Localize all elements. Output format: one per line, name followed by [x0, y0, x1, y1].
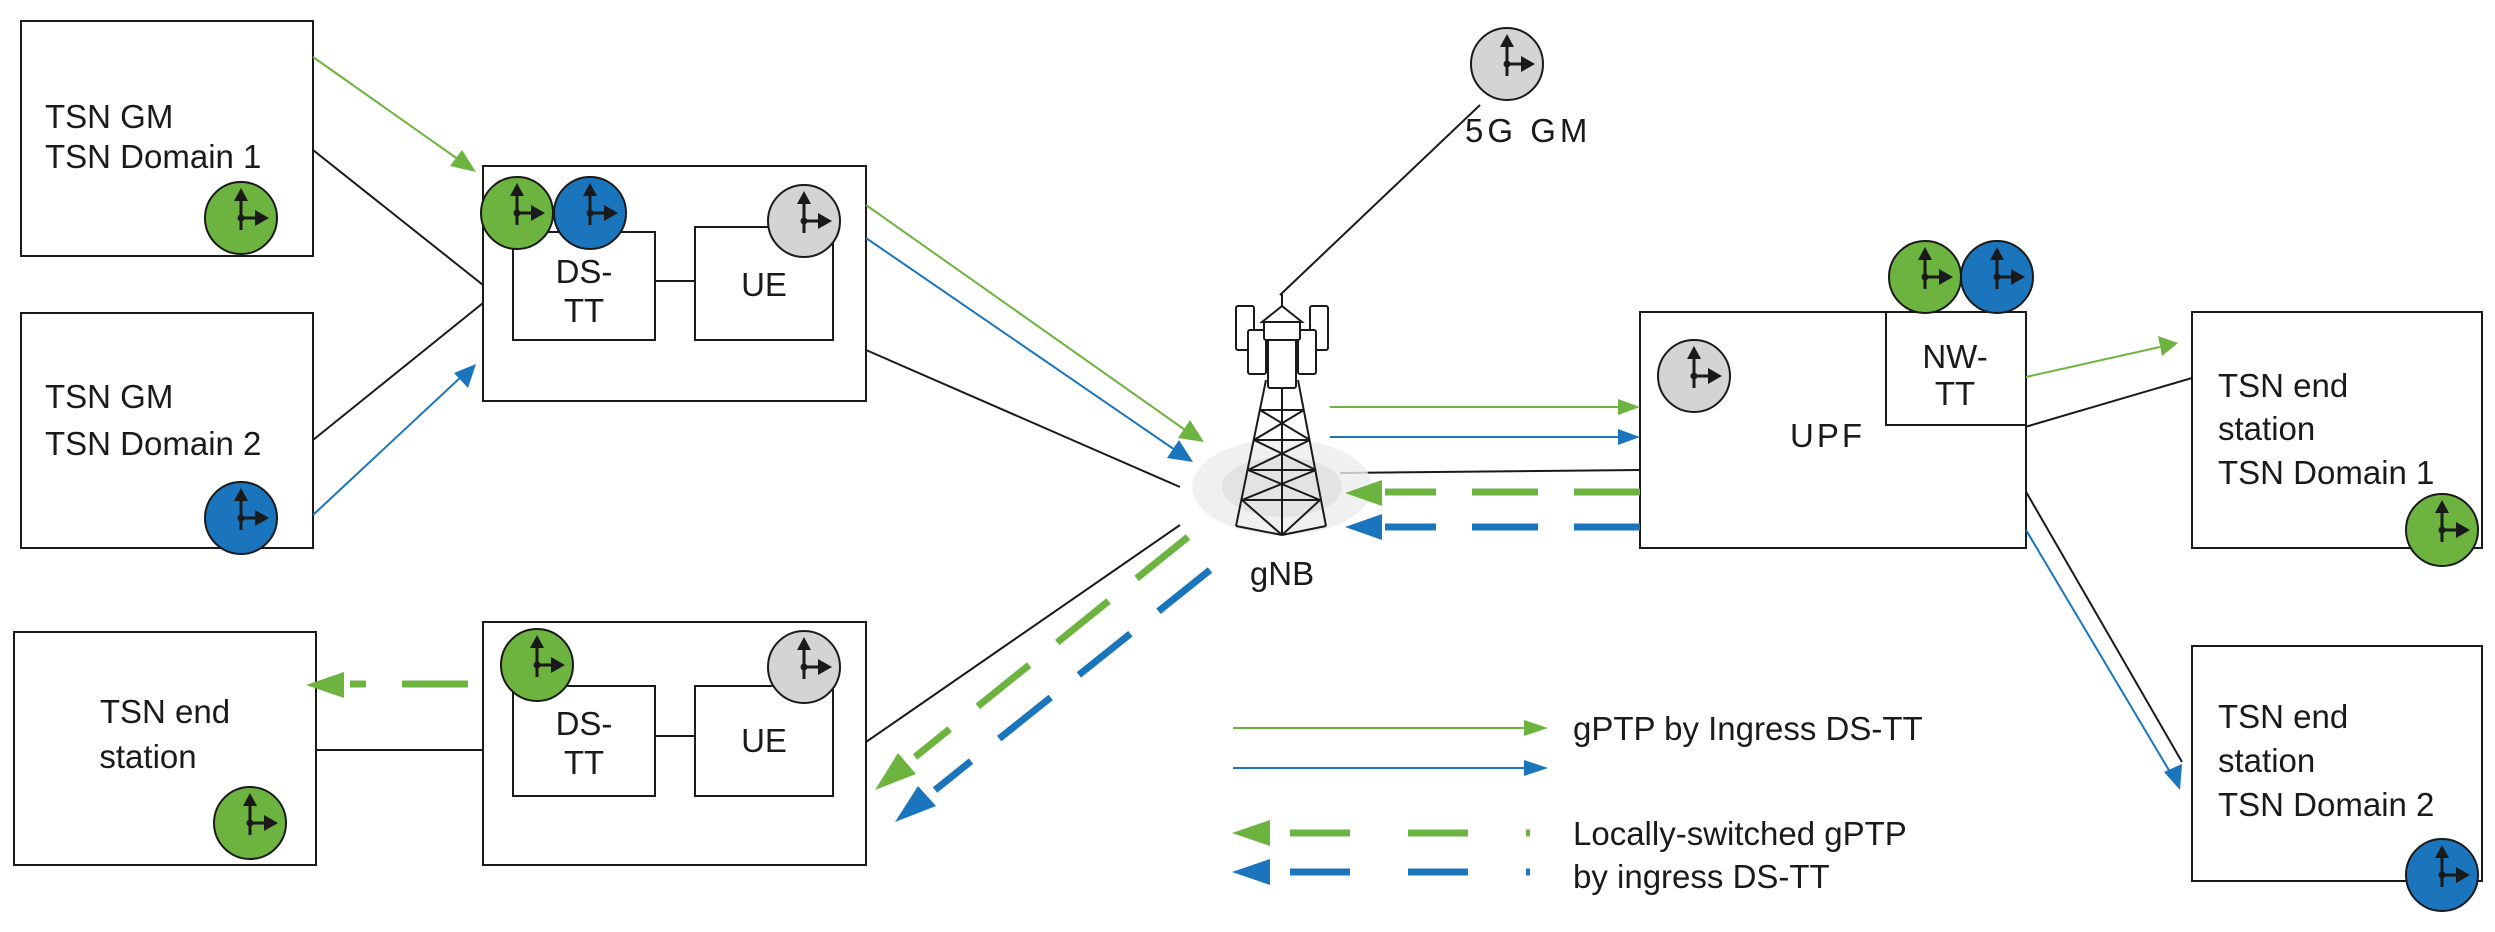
ue-top-label: UE: [741, 266, 787, 303]
dashed-gptp-arrows: [306, 480, 1640, 822]
ue-bottom-label: UE: [741, 722, 787, 759]
clock-icon-upf: [1657, 339, 1731, 413]
clock-icon-dstt-top-green: [480, 176, 554, 250]
legend-dashed-line2: by ingress DS-TT: [1573, 858, 1830, 895]
clock-icon-gm2: [204, 481, 278, 555]
gnb-tower-icon: gNB: [1192, 294, 1372, 592]
clock-icon-end1: [2405, 493, 2479, 567]
dstt-top-line2: TT: [564, 292, 604, 329]
dstt-top-line1: DS-: [556, 253, 613, 290]
end1-line3: TSN Domain 1: [2218, 454, 2434, 491]
end2-line1: TSN end: [2218, 698, 2348, 735]
clock-icon-nwtt-blue: [1960, 240, 2034, 314]
end1-line1: TSN end: [2218, 367, 2348, 404]
end2-line2: station: [2218, 742, 2315, 779]
legend-dashed-line1: Locally-switched gPTP: [1573, 815, 1907, 852]
clock-icon-gm1: [204, 181, 278, 255]
gm1-label-line1: TSN GM: [45, 98, 173, 135]
legend-solid-label: gPTP by Ingress DS-TT: [1573, 710, 1923, 747]
endstation-left-line1: TSN end: [100, 693, 230, 730]
nwtt-line1: NW-: [1922, 338, 1987, 375]
5g-gm-label: 5G GM: [1465, 112, 1591, 149]
gm2-label-line2: TSN Domain 2: [45, 425, 261, 462]
legend: gPTP by Ingress DS-TT Locally-switched g…: [1232, 710, 1923, 895]
clock-icon-endstation-left: [213, 786, 287, 860]
clock-icon-end2: [2405, 838, 2479, 912]
clock-icon-dstt-bottom-green: [500, 628, 574, 702]
nwtt-line2: TT: [1935, 375, 1975, 412]
clock-icon-ue-bottom: [767, 630, 841, 704]
gm2-label-line1: TSN GM: [45, 378, 173, 415]
end1-line2: station: [2218, 410, 2315, 447]
gm1-label-line2: TSN Domain 1: [45, 138, 261, 175]
dstt-bottom-line1: DS-: [556, 705, 613, 742]
endstation-left-line2: station: [99, 738, 196, 775]
gnb-label: gNB: [1250, 555, 1314, 592]
upf-label: UPF: [1790, 417, 1865, 454]
clock-icon-nwtt-green: [1888, 240, 1962, 314]
clock-icon-dstt-top-blue: [553, 176, 627, 250]
clock-icon-ue-top: [767, 184, 841, 258]
end2-line3: TSN Domain 2: [2218, 786, 2434, 823]
clock-icon-5g-gm: [1470, 27, 1544, 101]
tsn-gm-domain-2-box: TSN GM TSN Domain 2: [20, 312, 314, 549]
link-lines: [312, 104, 2193, 763]
dstt-bottom-line2: TT: [564, 744, 604, 781]
solid-gptp-arrows: [312, 56, 2182, 790]
